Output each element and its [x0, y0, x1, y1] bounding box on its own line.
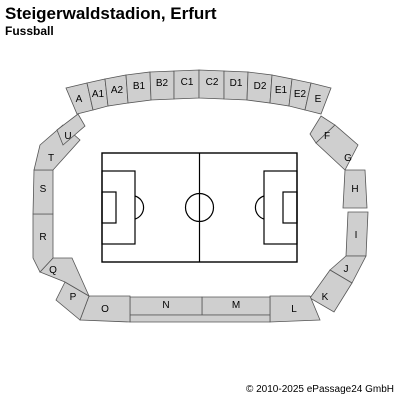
section-B2[interactable]	[149, 70, 175, 101]
right-penalty-arc	[254, 195, 265, 220]
section-C1[interactable]	[173, 69, 200, 100]
page-title: Steigerwaldstadion, Erfurt	[5, 4, 217, 23]
section-H[interactable]	[342, 169, 368, 209]
football-pitch	[101, 152, 298, 263]
section-C2[interactable]	[198, 69, 225, 100]
seating-sections	[32, 69, 369, 323]
left-goal-area	[101, 191, 117, 224]
section-A2[interactable]	[104, 74, 129, 107]
section-D1[interactable]	[223, 70, 249, 101]
section-E[interactable]	[304, 82, 332, 115]
section-E1[interactable]	[269, 74, 293, 107]
section-M[interactable]	[201, 296, 271, 316]
section-D2[interactable]	[246, 71, 273, 104]
right-goal-area	[282, 191, 298, 224]
copyright-text: © 2010-2025 ePassage24 GmbH	[245, 384, 394, 395]
section-U[interactable]	[56, 113, 86, 146]
section-MN-lower	[129, 314, 271, 323]
event-type: Fussball	[5, 24, 54, 38]
section-B1[interactable]	[125, 71, 152, 104]
section-N[interactable]	[129, 296, 203, 316]
section-I[interactable]	[345, 211, 369, 257]
section-K[interactable]	[309, 269, 353, 313]
section-S[interactable]	[32, 169, 54, 215]
center-circle	[184, 192, 215, 223]
left-penalty-arc	[134, 195, 145, 220]
